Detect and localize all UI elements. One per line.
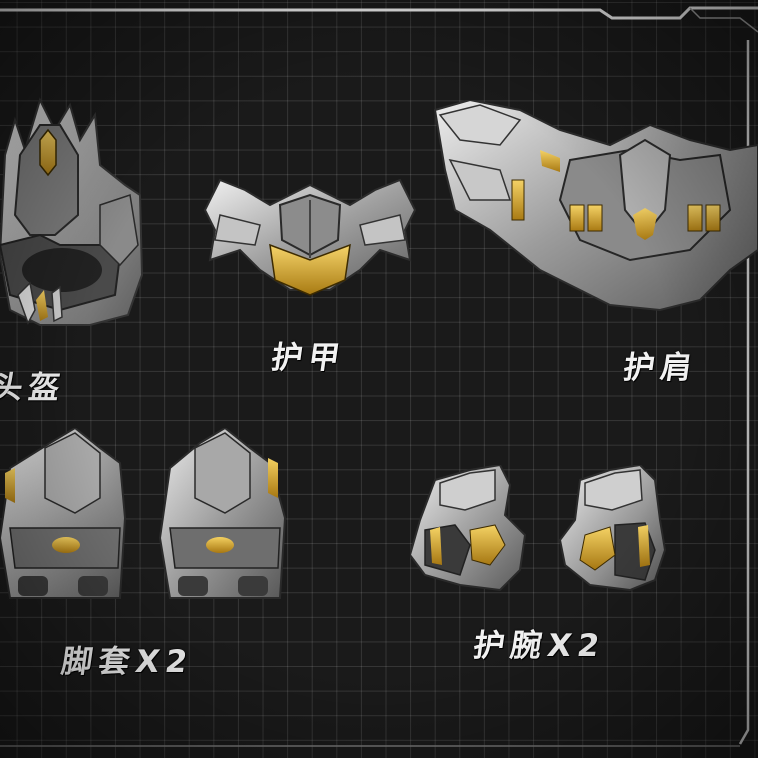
boot-right	[158, 428, 287, 599]
shoulder-image	[433, 100, 758, 312]
label-boots: 脚套X2	[58, 644, 196, 680]
bracer-right	[558, 465, 667, 592]
bracer-left	[410, 465, 527, 592]
boot-left	[0, 428, 127, 599]
helmet-image	[0, 97, 144, 326]
label-shoulder: 护肩	[620, 350, 701, 386]
boots-image	[0, 428, 287, 599]
label-helmet: 头盔	[0, 370, 69, 406]
label-bracers: 护腕X2	[470, 628, 608, 664]
bracers-image	[410, 465, 667, 592]
armor-image	[203, 178, 417, 296]
label-armor: 护甲	[268, 340, 349, 376]
